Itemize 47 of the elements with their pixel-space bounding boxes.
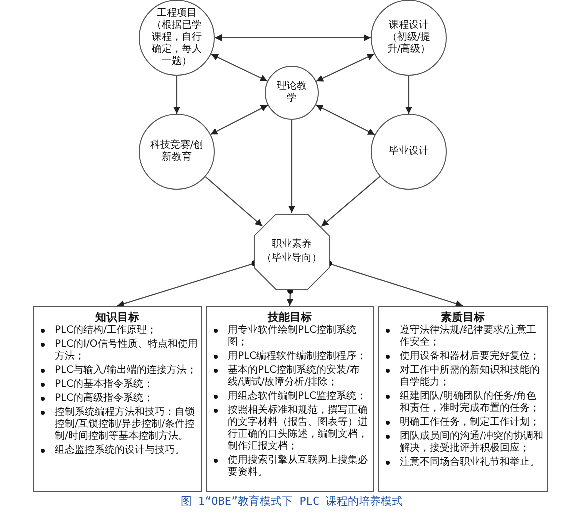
node-text: （毕业导向）: [262, 252, 322, 266]
arrow: [174, 76, 180, 114]
arrow: [406, 76, 412, 114]
list-item: 按照相关标准和规范，撰写正确的文字材料（报告、图表等）进行正确的口头陈述，编制文档，制作汇报文档；: [210, 405, 370, 453]
list-item: PLC的基本指令系统；: [37, 379, 198, 391]
list-item: 对工作中所需的新知识和技能的自学能力；: [382, 365, 544, 389]
box-heading: 知识目标: [96, 310, 140, 324]
list-item: 用专业软件绘制PLC控制系统图；: [210, 325, 370, 349]
list-item: 用组态软件编制PLC监控系统；: [210, 391, 370, 403]
list-item: 控制系统编程方法和技巧：自锁控制/互锁控制/异步控制/条件控制/时间控制等基本控制方法。: [37, 407, 198, 443]
arrow: [316, 104, 376, 136]
list-item: 组态监控系统的设计与技巧。: [37, 445, 198, 457]
node-text: 职业素养: [272, 238, 312, 252]
arrow: [210, 104, 268, 136]
list-item: 组建团队/明确团队的任务/角色和责任，准时完成布置的任务；: [382, 391, 544, 415]
list-item: 注意不同场合职业礼节和举止。: [382, 457, 544, 469]
list-item: 用PLC编程软件编制控制程序；: [210, 351, 370, 363]
list-item: PLC的结构/工作原理；: [37, 325, 198, 337]
node-text: 工程项目（根据已学课程，自行确定，每人一题）: [151, 8, 203, 68]
arrow: [211, 54, 268, 82]
goal-box: [206, 306, 374, 492]
list-item: 使用搜索引擎从互联网上搜集必要资料。: [210, 455, 370, 479]
node-text: 毕业设计: [388, 146, 430, 158]
list-item: 遵守法律法规/纪律要求/注意工作安全；: [382, 325, 544, 349]
list-item: PLC的I/O信号性质、特点和使用方法；: [37, 339, 198, 363]
list-item: 基本的PLC控制系统的安装/布线/调试/故障分析/排除；: [210, 365, 370, 389]
figure-caption: 图 1“OBE”教育模式下 PLC 课程的培养模式: [180, 494, 404, 509]
circle-node: [265, 66, 319, 120]
box-heading: 技能目标: [268, 310, 312, 324]
list-item: 明确工作任务，制定工作计划；: [382, 417, 544, 429]
goal-box: [378, 306, 548, 492]
list-item: PLC的高级指令系统；: [37, 393, 198, 405]
list-item: PLC与输入/输出端的连接方法；: [37, 365, 198, 377]
octagon-node: [254, 214, 330, 290]
arrow: [288, 120, 296, 213]
arrow: [205, 176, 263, 227]
node-text: 课程设计（初级/提升/高级）: [386, 20, 432, 56]
list-item: 团队成员间的沟通/冲突的协调和解决，接受批评并积极回应；: [382, 431, 544, 455]
arrow: [215, 34, 371, 42]
arrow: [316, 54, 375, 82]
box-heading: 素质目标: [441, 310, 485, 324]
node-text: 科技竞赛/创新教育: [150, 140, 204, 164]
arrow: [286, 288, 294, 306]
arrow: [321, 176, 380, 228]
list-item: 使用设备和器材后要完好复位；: [382, 351, 544, 363]
goal-box: [33, 306, 202, 492]
node-text: 理论教学: [276, 81, 308, 105]
